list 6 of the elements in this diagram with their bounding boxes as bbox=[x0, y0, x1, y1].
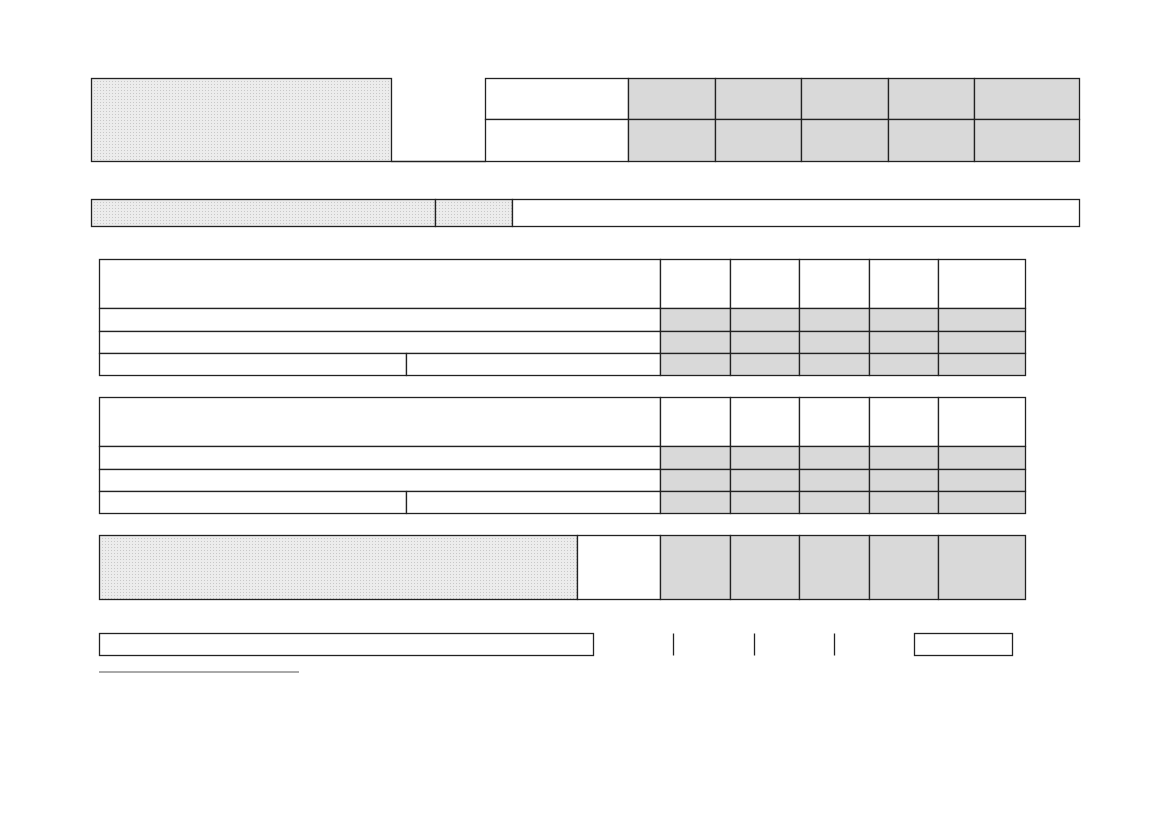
form-table bbox=[99, 633, 1013, 656]
form-table bbox=[99, 259, 1026, 376]
form-table bbox=[91, 199, 1080, 227]
form-table bbox=[99, 535, 1026, 600]
form-table bbox=[91, 78, 1080, 162]
form-table bbox=[99, 397, 1026, 514]
